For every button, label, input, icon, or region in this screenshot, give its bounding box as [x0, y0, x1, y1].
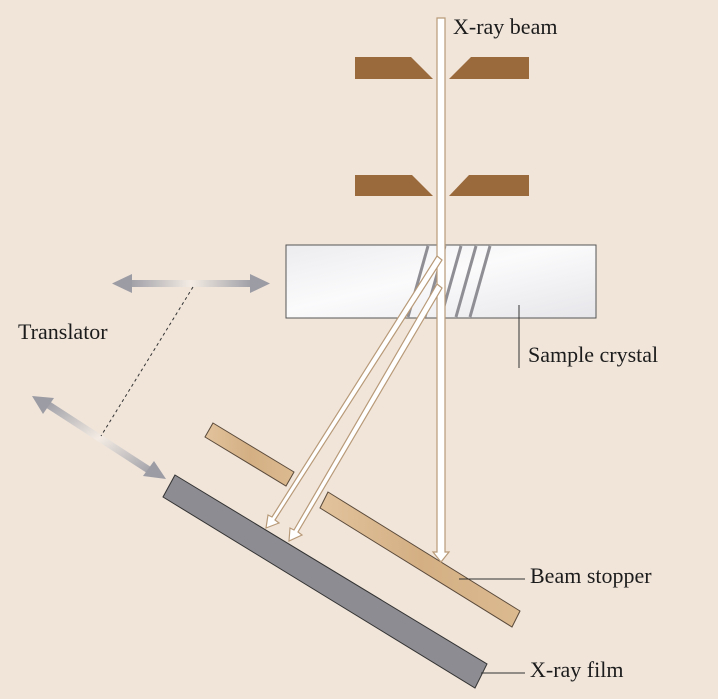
- lower-slit-right-jaw: [449, 175, 529, 196]
- beam-stopper-lower: [319, 491, 521, 628]
- diffracted-beam-2: [288, 283, 443, 542]
- beam-stopper-upper: [204, 422, 295, 487]
- upper-slit: [355, 57, 529, 79]
- upper-slit-left-jaw: [355, 57, 433, 79]
- diffracted-beam-1: [265, 255, 443, 529]
- translator-arrow-diagonal: [32, 396, 166, 479]
- label-translator: Translator: [18, 319, 108, 344]
- upper-slit-right-jaw: [449, 57, 529, 79]
- translator-arrow-horizontal: [112, 274, 270, 293]
- lower-slit-left-jaw: [355, 175, 433, 196]
- translator-link-dashed: [100, 286, 194, 437]
- beam-stopper: [204, 422, 521, 628]
- label-beam-stopper: Beam stopper: [530, 563, 652, 588]
- diffracted-beams: [265, 255, 443, 542]
- label-xray-film: X-ray film: [530, 657, 623, 682]
- xray-film: [162, 474, 488, 689]
- leader-lines: [459, 305, 525, 674]
- label-xray-beam: X-ray beam: [453, 14, 557, 39]
- label-sample-crystal: Sample crystal: [528, 342, 658, 367]
- lower-slit: [355, 175, 529, 196]
- translator-mechanism: [32, 274, 270, 479]
